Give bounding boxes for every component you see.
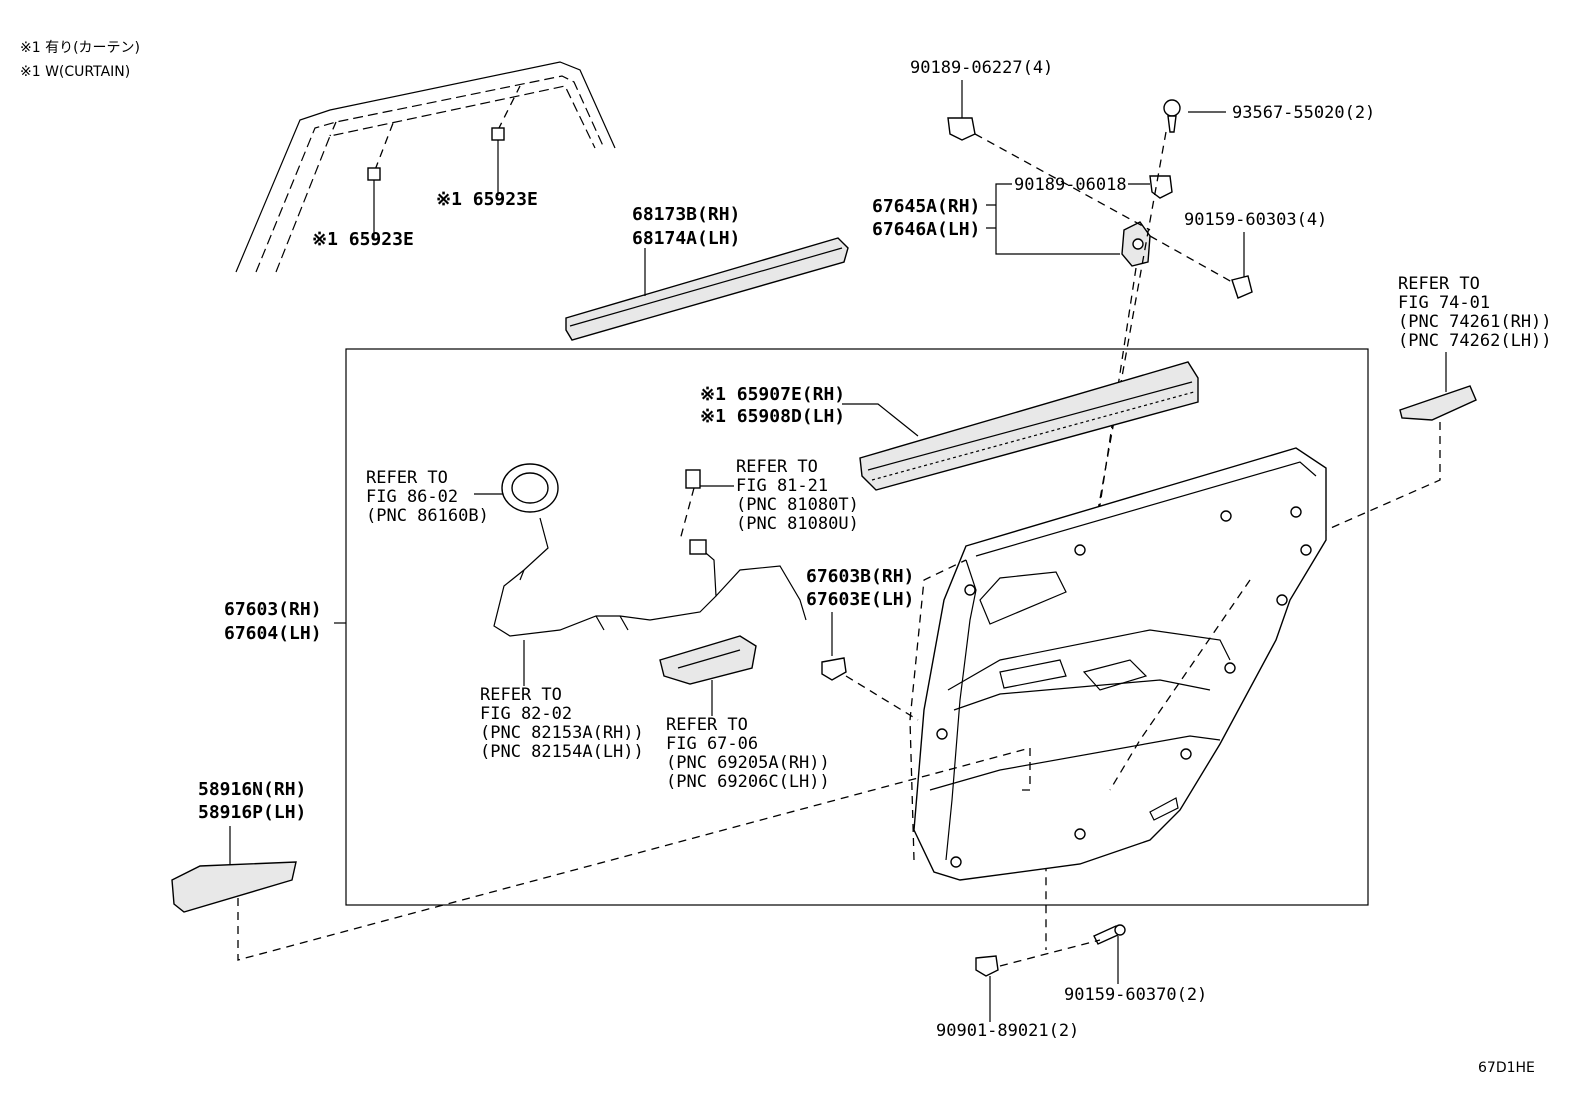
refer67-line2: FIG 67-06 — [666, 734, 758, 754]
label-67646a: 67646A(LH) — [872, 219, 980, 240]
label-68174a: 68174A(LH) — [632, 228, 740, 249]
refer74-line1: REFER TO — [1398, 274, 1480, 294]
weatherstrip-65907e — [859, 361, 1199, 491]
label-68173b: 68173B(RH) — [632, 204, 740, 225]
label-90901-89021: 90901-89021(2) — [936, 1021, 1079, 1041]
label-90189-06227: 90189-06227(4) — [910, 58, 1053, 78]
label-65923e-a: ※1 65923E — [312, 229, 414, 250]
refer82-line4: (PNC 82154A(LH)) — [480, 742, 644, 762]
refer74-line3: (PNC 74261(RH)) — [1398, 312, 1552, 332]
leader-dash-2 — [1149, 235, 1233, 283]
label-90189-06018: 90189-06018 — [1014, 175, 1127, 195]
leader-dash-4 — [1045, 267, 1137, 950]
refer82-line1: REFER TO — [480, 685, 562, 705]
bracket-part-67645a — [1121, 221, 1151, 267]
refer82-line2: FIG 82-02 — [480, 704, 572, 724]
label-67603b: 67603B(RH) — [806, 566, 914, 587]
clip-90189-06018 — [1128, 175, 1173, 199]
note-line-2: ※1 W(CURTAIN) — [20, 64, 130, 80]
refer74-line2: FIG 74-01 — [1398, 293, 1490, 313]
label-90159-60303: 90159-60303(4) — [1184, 210, 1327, 230]
label-58916n: 58916N(RH) — [198, 779, 306, 800]
leader-dash-panel-1 — [909, 559, 967, 861]
label-67645a: 67645A(RH) — [872, 196, 980, 217]
screw-90159-60370 — [1093, 924, 1126, 984]
leader-dash-1 — [974, 133, 1151, 231]
garnish-part-58916 — [171, 826, 297, 913]
clip-90901-89021 — [975, 955, 999, 1022]
refer86-line2: FIG 86-02 — [366, 487, 458, 507]
wire-harness — [493, 469, 807, 637]
leader-dash-67603b — [845, 675, 919, 721]
assembly-box — [345, 348, 1369, 906]
refer81-line3: (PNC 81080T) — [736, 495, 859, 515]
refer81-line1: REFER TO — [736, 457, 818, 477]
refer74-line4: (PNC 74262(LH)) — [1398, 331, 1552, 351]
refer67-line3: (PNC 69205A(RH)) — [666, 753, 830, 773]
label-65908d: ※1 65908D(LH) — [700, 406, 845, 427]
weatherstrip-68173b — [565, 237, 849, 341]
refer67-line4: (PNC 69206C(LH)) — [666, 772, 830, 792]
leader-dash-panel-2 — [1016, 748, 1031, 791]
clip-65923e-b — [491, 127, 505, 196]
refer81-line2: FIG 81-21 — [736, 476, 828, 496]
refer67-line1: REFER TO — [666, 715, 748, 735]
garnish-part-74 — [1399, 352, 1477, 421]
screw-90159-60303 — [1231, 232, 1253, 299]
label-67603: 67603(RH) — [224, 599, 322, 620]
window-frame-drawing — [235, 61, 616, 273]
label-90159-60370: 90159-60370(2) — [1064, 985, 1207, 1005]
door-trim-panel — [913, 447, 1327, 881]
label-65907e: ※1 65907E(RH) — [700, 384, 845, 405]
note-line-1: ※1 有り(カーテン) — [20, 40, 140, 56]
refer81-line4: (PNC 81080U) — [736, 514, 859, 534]
label-65923e-b: ※1 65923E — [436, 189, 538, 210]
leader-65907e — [842, 403, 919, 437]
inside-handle-part — [659, 635, 757, 685]
clip-90189-06227 — [947, 80, 976, 141]
label-67604: 67604(LH) — [224, 623, 322, 644]
leader-dash-58916 — [237, 747, 1031, 961]
leader-dash-81 — [679, 487, 695, 541]
label-67603e: 67603E(LH) — [806, 589, 914, 610]
speaker-part — [501, 463, 559, 513]
bracket-67645a — [986, 183, 1120, 255]
clip-65923e-a — [367, 167, 381, 238]
label-58916p: 58916P(LH) — [198, 802, 306, 823]
figure-id: 67D1HE — [1478, 1060, 1535, 1076]
refer82-line3: (PNC 82153A(RH)) — [480, 723, 644, 743]
leader-dash-bottom — [999, 939, 1101, 967]
refer86-line1: REFER TO — [366, 468, 448, 488]
screw-93567-55020 — [1163, 99, 1226, 133]
clip-67603b — [821, 612, 847, 681]
label-93567-55020: 93567-55020(2) — [1232, 103, 1375, 123]
leader-dash-74 — [1307, 422, 1441, 539]
refer86-line3: (PNC 86160B) — [366, 506, 489, 526]
